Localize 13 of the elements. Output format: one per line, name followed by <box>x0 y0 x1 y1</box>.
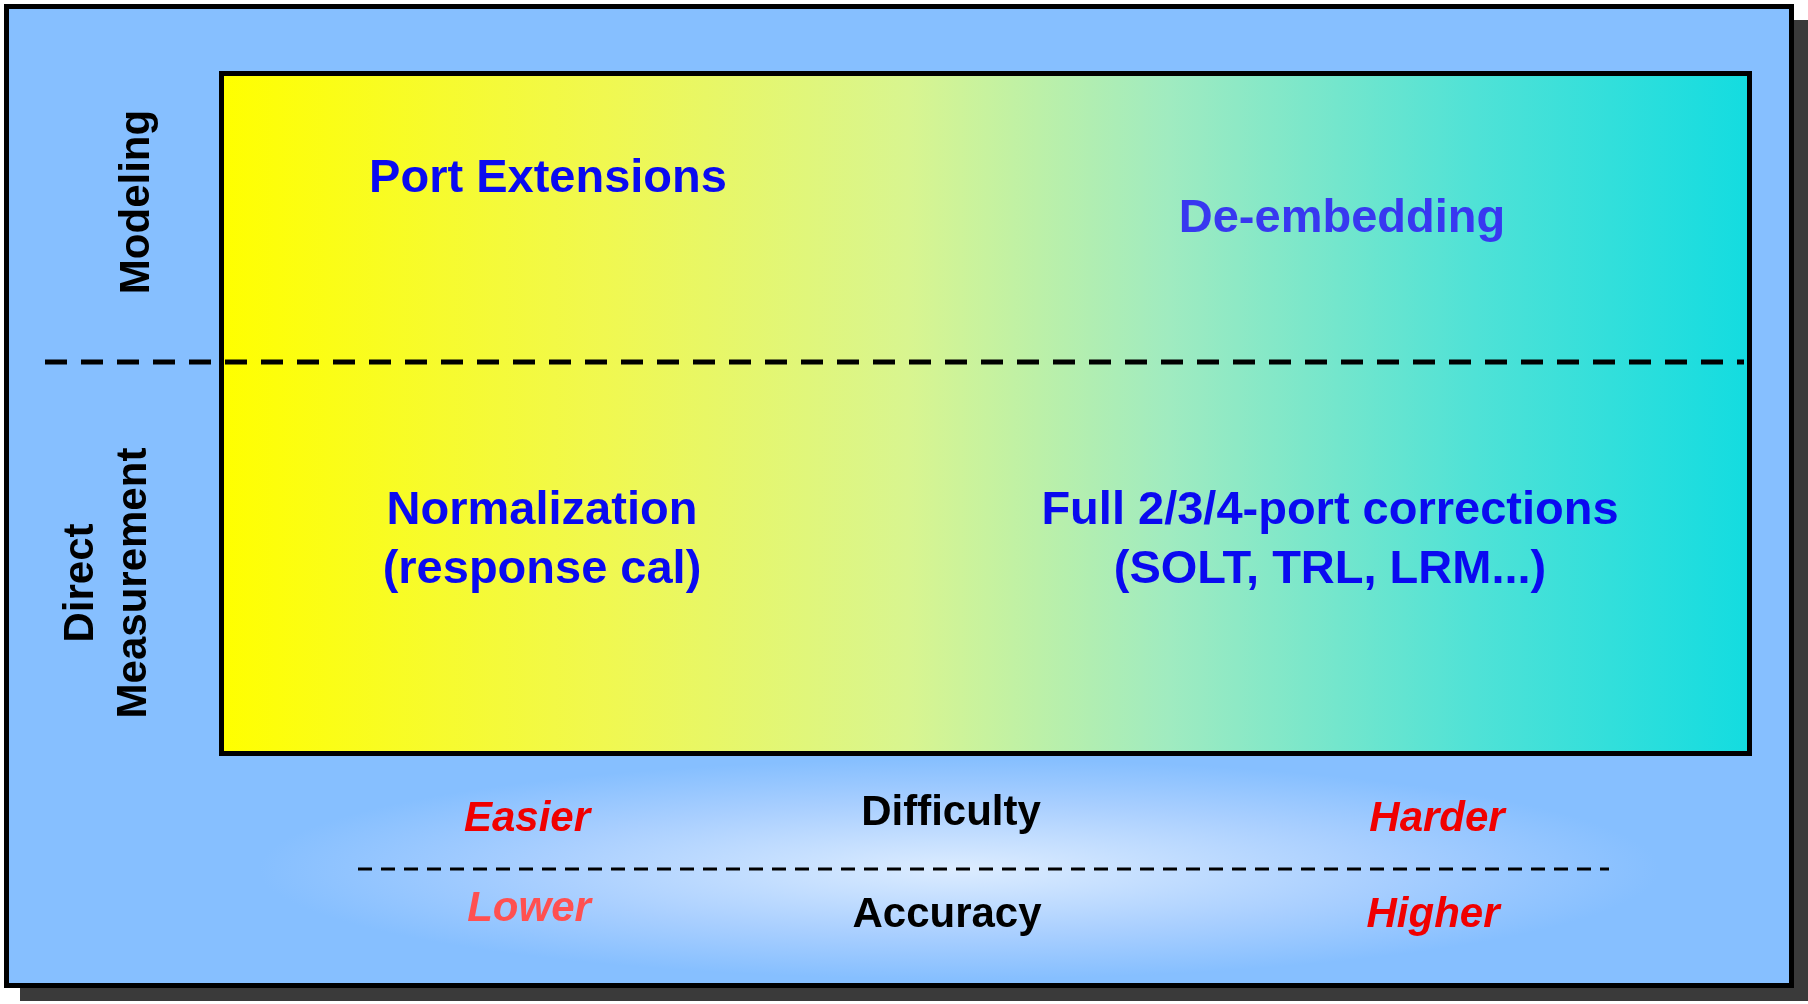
quadrant-label: De-embedding <box>1178 187 1506 244</box>
quadrant-label: Normalization (response cal) <box>381 480 703 595</box>
scale-label: Lower <box>467 881 591 932</box>
axis-label: Accuracy <box>852 887 1042 938</box>
gradient-matrix-box <box>219 71 1752 756</box>
axis-label: Direct Measurement <box>53 446 155 721</box>
axis-label: Difficulty <box>861 785 1041 836</box>
quadrant-label: Full 2/3/4-port corrections (SOLT, TRL, LRM...) <box>1040 480 1620 595</box>
scale-label: Harder <box>1369 791 1505 842</box>
scale-label: Higher <box>1366 887 1500 938</box>
scale-label: Easier <box>463 791 591 842</box>
axis-label: Modeling <box>109 109 159 295</box>
quadrant-label: Port Extensions <box>369 147 727 204</box>
